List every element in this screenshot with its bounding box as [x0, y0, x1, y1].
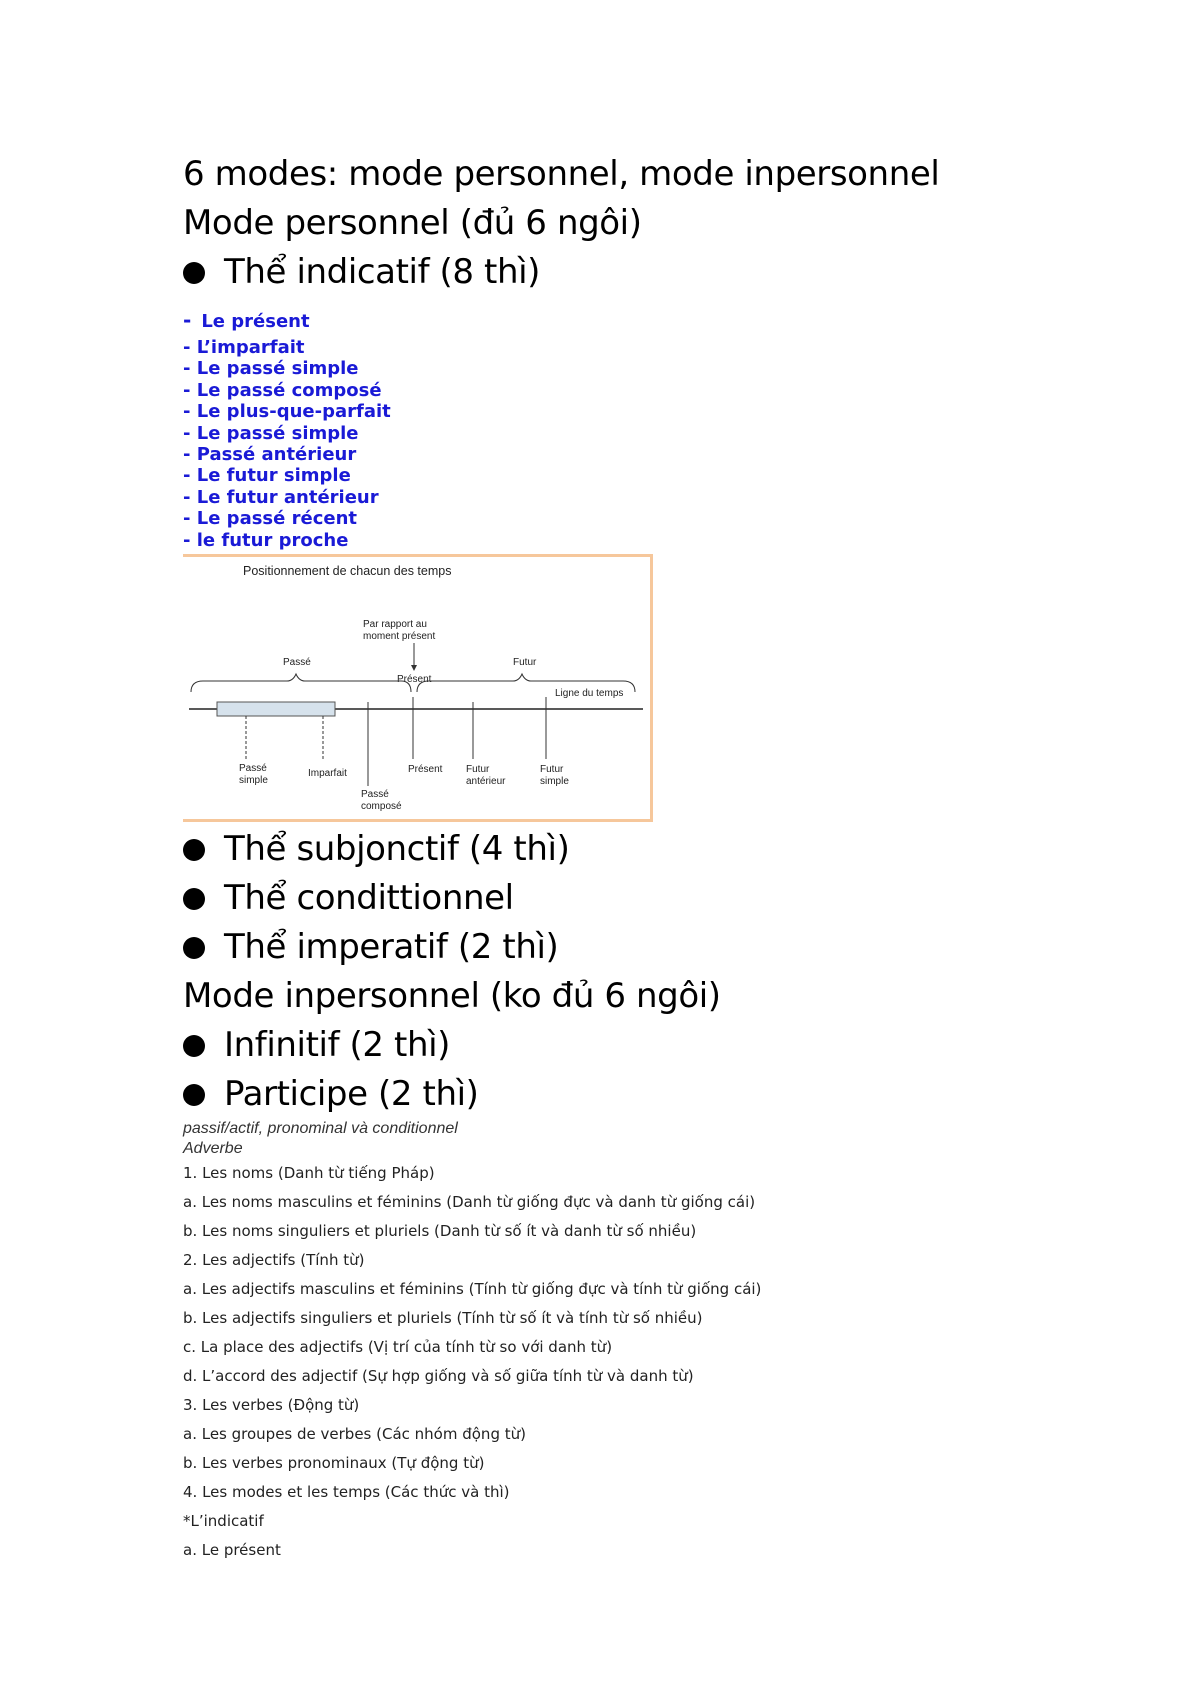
document-content: 6 modes: mode personnel, mode inpersonne… — [183, 150, 1083, 1565]
diagram-note-1: Par rapport au — [363, 619, 427, 630]
bullet-imperatif: Thể imperatif (2 thì) — [183, 923, 1083, 972]
outline-item: 1. Les noms (Danh từ tiếng Pháp) — [183, 1164, 435, 1183]
notes-block: passif/actif, pronominal và conditionnel… — [183, 1119, 1083, 1159]
bullet-subjonctif: Thể subjonctif (4 thì) — [183, 825, 1083, 874]
tense-item: - Le plus-que-parfait — [183, 401, 391, 423]
tense-dash: - — [183, 308, 192, 332]
tense-item: -Le présent — [183, 305, 1083, 337]
outline-item: d. L’accord des adjectif (Sự hợp giống v… — [183, 1367, 694, 1386]
diagram-note-2: moment présent — [363, 631, 435, 642]
tense-item: - Le futur antérieur — [183, 486, 379, 508]
bullet-label: Thể imperatif (2 thì) — [224, 927, 559, 968]
tense-item: - Le passé composé — [183, 379, 382, 401]
bullet-label: Infinitif (2 thì) — [224, 1025, 451, 1066]
outline-item: b. Les verbes pronominaux (Tự động từ) — [183, 1454, 485, 1473]
passe-compose-label-2: composé — [361, 801, 402, 812]
outline-item: c. La place des adjectifs (Vị trí của tí… — [183, 1338, 613, 1357]
outline-item: a. Les groupes de verbes (Các nhóm động … — [183, 1425, 526, 1444]
bullet-dot — [183, 887, 205, 910]
timeline-diagram: Positionnement de chacun des temps Par r… — [183, 554, 653, 823]
present-bottom-label: Présent — [408, 764, 443, 775]
passe-label: Passé — [283, 657, 311, 668]
passe-brace — [190, 672, 412, 693]
bullet-label: Thể subjonctif (4 thì) — [224, 829, 570, 870]
bullet-dot — [183, 261, 205, 284]
note-line: Adverbe — [183, 1140, 243, 1158]
mode-personnel-heading: Mode personnel (đủ 6 ngôi) — [183, 203, 642, 243]
passe-simple-label-1: Passé — [239, 763, 267, 774]
document-title: 6 modes: mode personnel, mode inpersonne… — [183, 154, 940, 194]
outline-item: b. Les noms singuliers et pluriels (Danh… — [183, 1222, 697, 1241]
tense-item: - Le futur simple — [183, 465, 351, 487]
outline-item: a. Les noms masculins et féminins (Danh … — [183, 1193, 756, 1212]
bullet-dot — [183, 1083, 205, 1106]
futur-simple-label-2: simple — [540, 776, 569, 787]
futur-simple-label-1: Futur — [540, 764, 564, 775]
bullet-dot — [183, 1034, 205, 1057]
ligne-du-temps-label: Ligne du temps — [555, 688, 623, 699]
futur-anterieur-label-2: antérieur — [466, 776, 506, 787]
passe-compose-label-1: Passé — [361, 789, 389, 800]
futur-brace — [416, 672, 636, 693]
tense-list: -Le présent - L’imparfait - Le passé sim… — [183, 305, 1083, 551]
outline-item: 4. Les modes et les temps (Các thức và t… — [183, 1483, 510, 1502]
mode-inpersonnel-heading: Mode inpersonnel (ko đủ 6 ngôi) — [183, 976, 721, 1017]
outline-item: a. Les adjectifs masculins et féminins (… — [183, 1280, 762, 1299]
bullet-participe: Participe (2 thì) — [183, 1070, 1083, 1119]
tense-item: - L’imparfait — [183, 337, 305, 358]
note-line: passif/actif, pronominal và conditionnel — [183, 1120, 458, 1138]
outline-item: 3. Les verbes (Động từ) — [183, 1396, 360, 1415]
tense-item: - le futur proche — [183, 529, 349, 551]
tense-item: - Le passé simple — [183, 422, 359, 444]
bullet-indicatif: Thể indicatif (8 thì) — [183, 248, 1083, 297]
present-top-label: Présent — [397, 674, 432, 685]
passe-simple-label-2: simple — [239, 775, 268, 786]
imparfait-label: Imparfait — [308, 768, 347, 779]
bullet-label: Thể condittionnel — [224, 878, 514, 919]
tense-item: - Passé antérieur — [183, 444, 357, 466]
tense-item: - Le passé récent — [183, 508, 357, 530]
tense-item: - Le passé simple — [183, 358, 359, 380]
diagram-title: Positionnement de chacun des temps — [243, 564, 451, 578]
futur-anterieur-label-1: Futur — [466, 764, 490, 775]
bullet-label: Participe (2 thì) — [224, 1074, 479, 1115]
bullet-dot — [183, 936, 205, 959]
outline-item: b. Les adjectifs singuliers et pluriels … — [183, 1309, 703, 1328]
outline-item: *L’indicatif — [183, 1512, 264, 1531]
bullet-dot — [183, 838, 205, 861]
outline-list: 1. Les noms (Danh từ tiếng Pháp) a. Les … — [183, 1159, 1083, 1565]
present-pointer-arrowhead — [411, 665, 417, 672]
futur-label: Futur — [513, 657, 537, 668]
imparfait-duration-bar — [216, 701, 336, 717]
tense-label: Le présent — [201, 311, 310, 332]
outline-item: a. Le présent — [183, 1541, 281, 1560]
bullet-infinitif: Infinitif (2 thì) — [183, 1021, 1083, 1070]
bullet-indicatif-label: Thể indicatif (8 thì) — [224, 252, 541, 292]
bullet-conditionnel: Thể condittionnel — [183, 874, 1083, 923]
outline-item: 2. Les adjectifs (Tính từ) — [183, 1251, 365, 1270]
